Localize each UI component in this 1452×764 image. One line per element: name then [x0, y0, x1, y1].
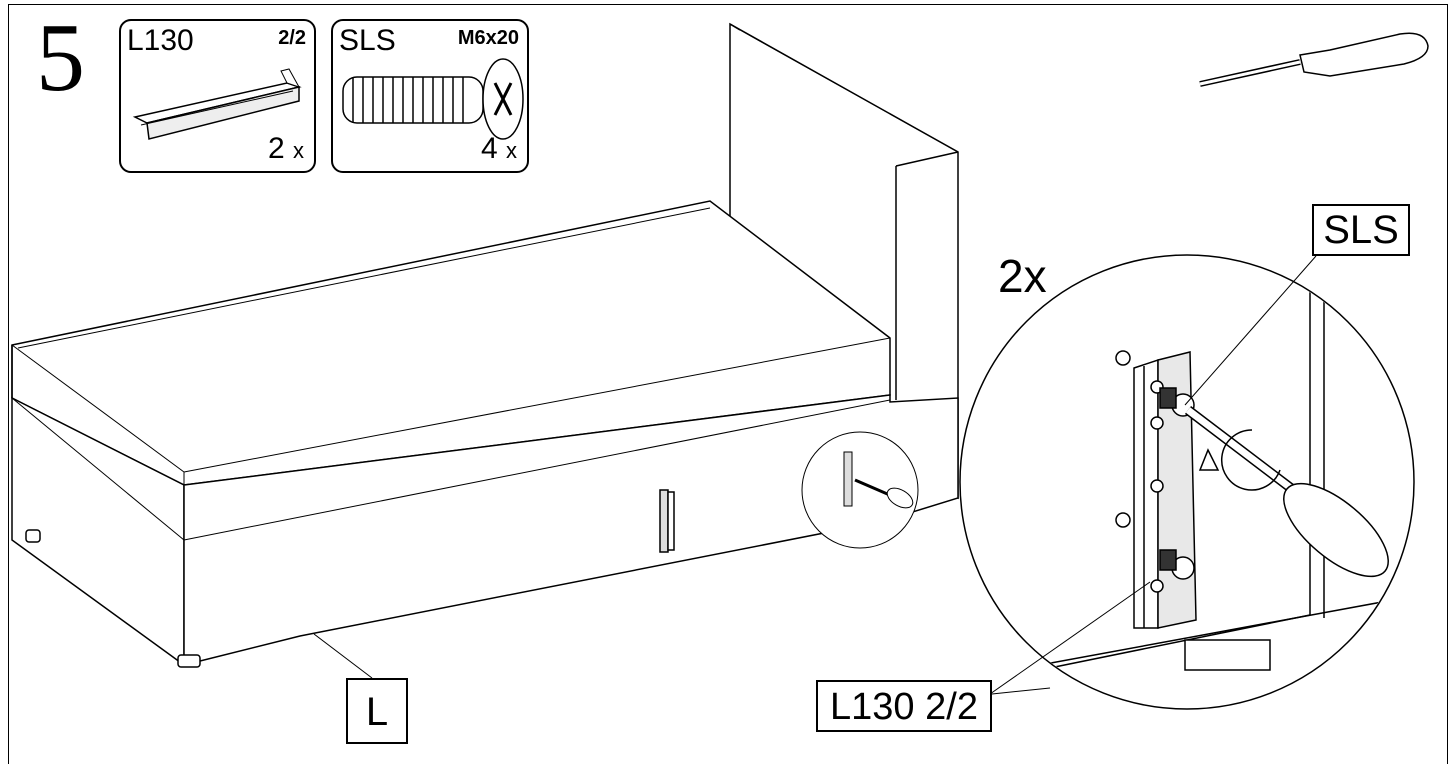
callout-sls: SLS: [1312, 204, 1410, 256]
side-label: L: [346, 678, 408, 744]
repeat-count: 2x: [998, 250, 1047, 302]
bracket-rail-icon: [132, 68, 302, 140]
part-quantity: 4 x: [480, 132, 517, 165]
step-number: 5: [36, 4, 85, 112]
callout-l130: L130 2/2: [816, 680, 992, 732]
screw-icon: [342, 58, 524, 140]
part-quantity: 2 x: [267, 132, 304, 165]
part-spec: M6x20: [457, 27, 519, 49]
bed-base: [11, 200, 959, 668]
part-spec: 2/2: [278, 27, 306, 49]
part-card-l130: L130 2/2 2 x: [119, 19, 316, 173]
screwdriver-icon: [1199, 32, 1429, 87]
small-detail-circle: [801, 431, 919, 549]
part-card-sls: SLS M6x20 4 x: [331, 19, 529, 173]
l-pointer: [313, 633, 373, 679]
part-code: L130: [127, 24, 194, 57]
large-detail-circle: [959, 254, 1415, 710]
part-code: SLS: [339, 24, 396, 57]
